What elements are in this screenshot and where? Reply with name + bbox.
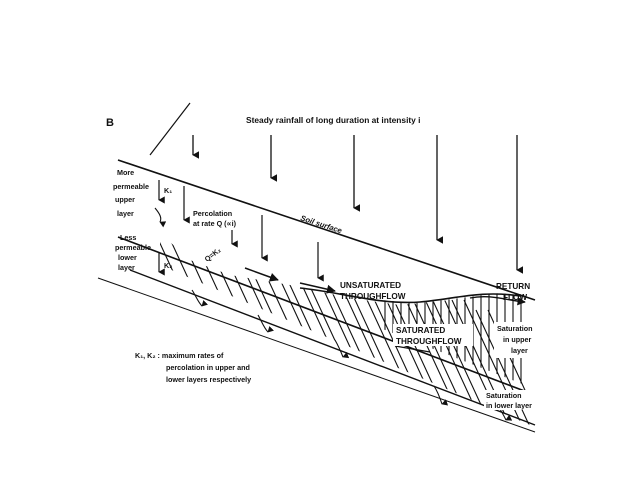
legend-note: K₁, K₂ : maximum rates of percolation in… [135,351,251,384]
throughflow-arrow [394,345,431,353]
svg-text:Percolation: Percolation [193,209,232,218]
saturation-lower-layer-label: Saturation in lower layer [486,391,532,410]
k1-label: K₁ [164,186,172,195]
soil-surface-line [117,159,536,301]
svg-text:lower layers respectively: lower layers respectively [166,375,251,384]
svg-text:SATURATED: SATURATED [396,326,445,335]
sat-lower-label-bg [484,390,546,410]
svg-text:at rate Q (∝i): at rate Q (∝i) [193,219,237,228]
svg-text:layer: layer [117,209,134,218]
saturation-upper-layer-label: Saturation in upper layer [497,324,533,355]
svg-text:THROUGHFLOW: THROUGHFLOW [340,292,406,301]
svg-text:K₁, K₂ : maximum rates of: K₁, K₂ : maximum rates of [135,351,224,360]
svg-text:percolation in upper and: percolation in upper and [166,363,250,372]
throughflow-arrow [244,267,279,282]
percolation-label: Percolation at rate Q (∝i) [193,209,237,228]
panel-label: B [106,117,114,129]
svg-text:Less: Less [120,233,136,242]
svg-text:layer: layer [511,346,528,355]
svg-text:RETURN: RETURN [496,282,530,291]
svg-text:Saturation: Saturation [486,391,522,400]
soil-surface-label: Soil surface [299,213,343,235]
svg-text:UNSATURATED: UNSATURATED [340,281,401,290]
rain-arrows [192,135,524,274]
unsaturated-throughflow-label: UNSATURATED THROUGHFLOW [340,281,406,301]
seepage-arrows [154,207,513,421]
k2-label: K₂ [164,261,172,270]
svg-text:FLOW: FLOW [503,293,527,302]
saturated-throughflow-label: SATURATED THROUGHFLOW [396,326,462,346]
svg-text:layer: layer [118,263,135,272]
svg-text:THROUGHFLOW: THROUGHFLOW [396,337,462,346]
sat-upper-label-bg [494,322,544,358]
svg-text:permeable: permeable [113,182,149,191]
throughflow-arrow [299,282,336,294]
svg-text:in lower layer: in lower layer [486,401,532,410]
section-edge-line [149,102,191,156]
svg-text:in upper: in upper [503,335,532,344]
rain-label: Steady rainfall of long duration at inte… [246,115,421,125]
svg-text:upper: upper [115,195,135,204]
return-flow-label: RETURN FLOW [496,282,530,302]
saturated-label-bg [393,324,473,346]
layer-boundary-line [117,236,536,396]
upper-layer-label: More permeable upper layer [113,168,149,218]
svg-text:Saturation: Saturation [497,324,533,333]
svg-text:More: More [117,168,134,177]
lower-layer-bottom-line [129,269,536,426]
lower-layer-label: Less permeable lower layer [115,233,151,272]
svg-text:lower: lower [118,253,137,262]
svg-text:permeable: permeable [115,243,151,252]
q-equals-k2-label: Q=K₂ [203,245,223,263]
return-flow-arrow [469,295,526,306]
base-line [97,277,536,433]
